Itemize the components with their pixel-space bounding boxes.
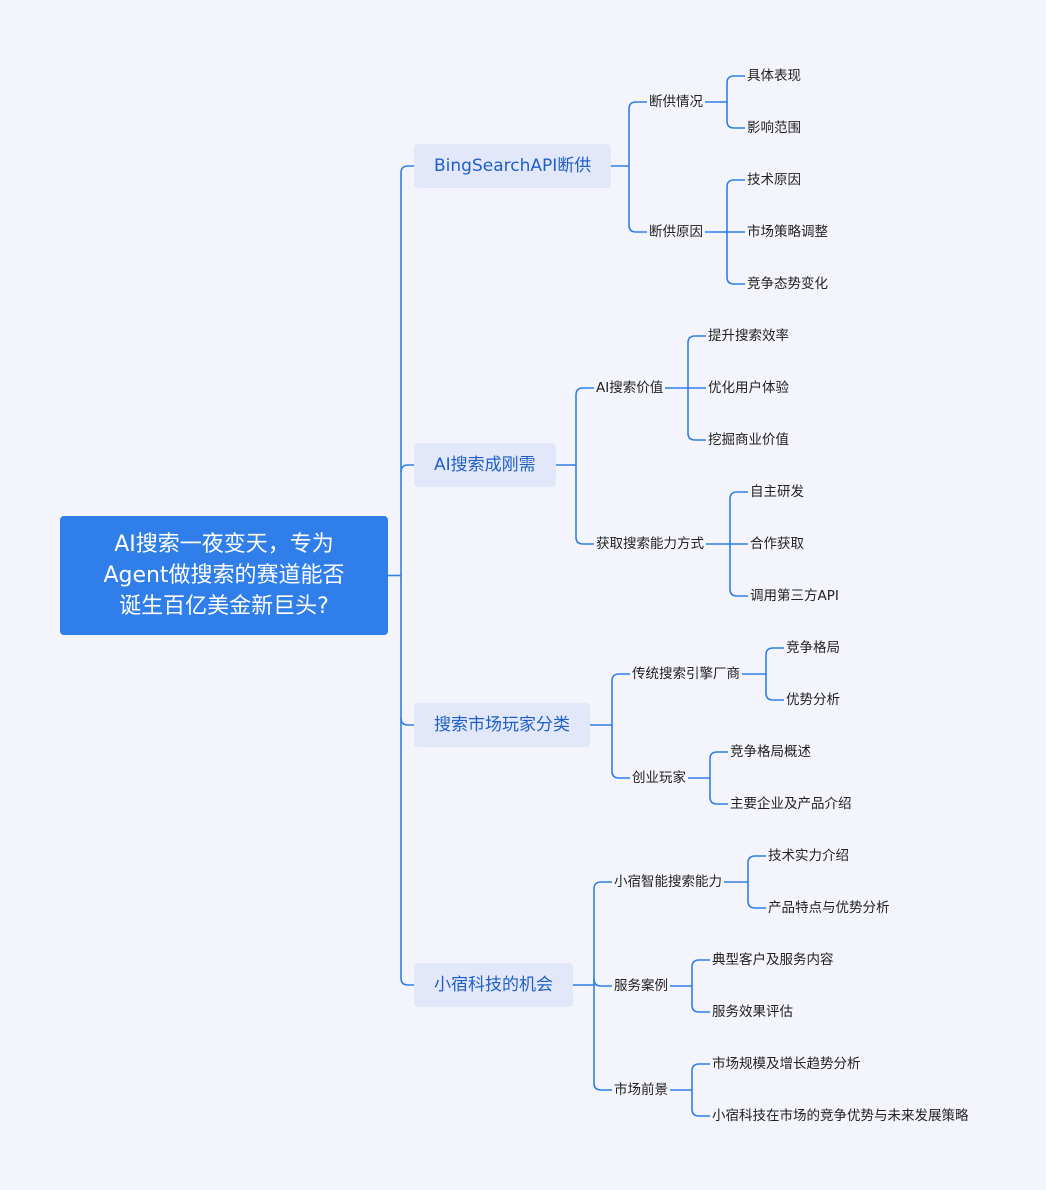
connector-line	[726, 179, 745, 188]
leaf-topic[interactable]: 优化用户体验	[708, 380, 789, 396]
connector-line	[691, 1004, 710, 1013]
connector-line	[691, 1063, 710, 1072]
branch-topic[interactable]: AI搜索成刚需	[414, 443, 556, 487]
connector-line	[747, 855, 766, 864]
connector-line	[400, 165, 414, 174]
connector-line	[747, 900, 766, 909]
connector-line	[593, 881, 612, 890]
subtopic[interactable]: 传统搜索引擎厂商	[632, 666, 740, 682]
connector-line	[687, 335, 706, 344]
leaf-topic[interactable]: 服务效果评估	[712, 1004, 793, 1020]
subtopic[interactable]: 创业玩家	[632, 770, 686, 786]
connector-line	[400, 464, 414, 473]
leaf-topic[interactable]: 市场规模及增长趋势分析	[712, 1056, 861, 1072]
connector-line	[611, 770, 630, 779]
leaf-topic[interactable]: 提升搜索效率	[708, 328, 789, 344]
connector-line	[726, 276, 745, 285]
root-topic-line: AI搜索一夜变天，专为	[114, 532, 334, 557]
leaf-topic[interactable]: 产品特点与优势分析	[768, 900, 890, 916]
connector-line	[726, 120, 745, 129]
subtopic[interactable]: 市场前景	[614, 1082, 668, 1098]
leaf-topic[interactable]: 自主研发	[750, 484, 804, 500]
root-topic[interactable]: AI搜索一夜变天，专为 Agent做搜索的赛道能否 诞生百亿美金新巨头?	[60, 516, 388, 635]
connector-line	[691, 959, 710, 968]
connector-line	[400, 977, 414, 986]
connector-line	[611, 673, 630, 682]
connector-line	[628, 224, 647, 233]
leaf-topic[interactable]: 竞争态势变化	[747, 276, 828, 292]
subtopic[interactable]: 断供原因	[649, 224, 703, 240]
connector-line	[575, 387, 594, 396]
connector-line	[687, 432, 706, 441]
connector-line	[709, 796, 728, 805]
leaf-topic[interactable]: 竞争格局	[786, 640, 840, 656]
subtopic[interactable]: 小宿智能搜索能力	[614, 874, 722, 890]
leaf-topic[interactable]: 优势分析	[786, 692, 840, 708]
branch-topic[interactable]: 小宿科技的机会	[414, 963, 573, 1007]
connector-line	[729, 491, 748, 500]
connector-line	[726, 75, 745, 84]
leaf-topic[interactable]: 影响范围	[747, 120, 801, 136]
leaf-topic[interactable]: 市场策略调整	[747, 224, 828, 240]
connector-line	[691, 1108, 710, 1117]
leaf-topic[interactable]: 具体表现	[747, 68, 801, 84]
subtopic[interactable]: 服务案例	[614, 978, 668, 994]
connector-line	[593, 1082, 612, 1091]
connector-line	[709, 751, 728, 760]
leaf-topic[interactable]: 竞争格局概述	[730, 744, 811, 760]
leaf-topic[interactable]: 主要企业及产品介绍	[730, 796, 852, 812]
leaf-topic[interactable]: 挖掘商业价值	[708, 432, 789, 448]
branch-topic[interactable]: 搜索市场玩家分类	[414, 703, 590, 747]
connector-line	[729, 588, 748, 597]
leaf-topic[interactable]: 小宿科技在市场的竞争优势与未来发展策略	[712, 1108, 969, 1124]
leaf-topic[interactable]: 合作获取	[750, 536, 804, 552]
branch-topic[interactable]: BingSearchAPI断供	[414, 144, 612, 188]
connector-line	[628, 101, 647, 110]
connector-line	[765, 692, 784, 701]
root-topic-line: Agent做搜索的赛道能否	[103, 563, 345, 588]
subtopic[interactable]: 断供情况	[649, 94, 703, 110]
connector-line	[575, 536, 594, 545]
connector-line	[765, 647, 784, 656]
leaf-topic[interactable]: 调用第三方API	[750, 588, 839, 604]
leaf-topic[interactable]: 典型客户及服务内容	[712, 952, 834, 968]
leaf-topic[interactable]: 技术原因	[747, 172, 801, 188]
leaf-topic[interactable]: 技术实力介绍	[768, 848, 849, 864]
connector-line	[400, 717, 414, 726]
subtopic[interactable]: AI搜索价值	[596, 380, 664, 396]
subtopic[interactable]: 获取搜索能力方式	[596, 536, 704, 552]
root-topic-line: 诞生百亿美金新巨头?	[119, 594, 329, 619]
connector-line	[593, 978, 612, 987]
